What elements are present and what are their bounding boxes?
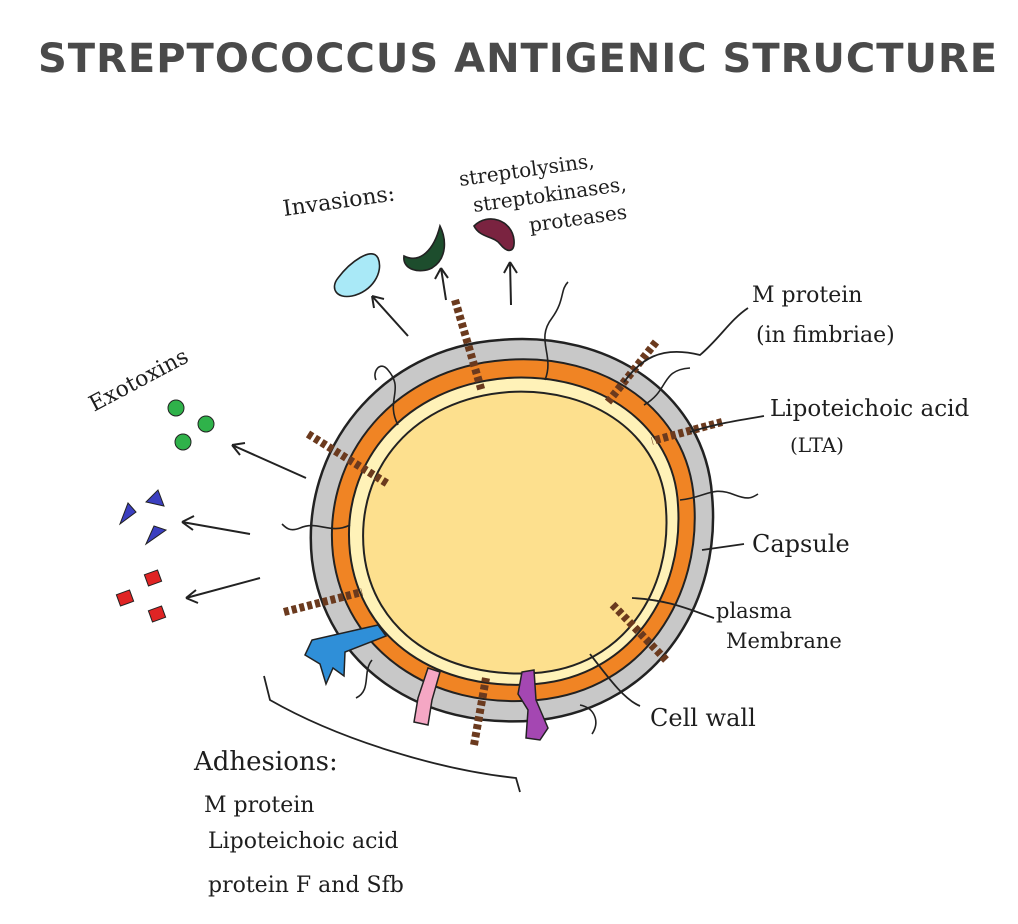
exotoxin-blue [144,525,168,546]
lta-label-line2: (LTA) [790,433,844,457]
adhesions-item3: protein F and Sfb [208,873,404,898]
exotoxin-red [147,605,167,623]
leader-lines [263,307,765,793]
capsule-label: Capsule [752,530,850,558]
adhesin-molecules [304,624,549,741]
invasin-maroon [473,218,515,252]
invasin-green [403,223,446,272]
invasin-arrows [371,261,518,337]
exotoxin-red [115,589,135,607]
fimbria-chain [609,601,669,663]
m-protein-label-line1: M protein [752,283,862,308]
adhesions-heading: Adhesions: [193,747,338,777]
exotoxin-red [143,569,163,587]
adhesions-item2: Lipoteichoic acid [208,829,399,854]
invasin-blue [333,253,381,298]
m-protein-label-line2: (in fimbriae) [756,323,895,348]
adhesions-item1: M protein [204,793,314,818]
exotoxin-green [197,415,215,433]
fimbria-chain [604,339,660,405]
exotoxin-blue [118,502,137,526]
cytoplasm [362,390,668,675]
fimbriae-chains [283,298,724,746]
bacterial-cell [309,337,715,723]
exotoxin-green [167,399,185,417]
fimbria-chain [470,677,490,746]
lta-label-line1: Lipoteichoic acid [770,396,969,422]
adhesin-blue [304,624,388,687]
invasions-heading: Invasions: [281,181,396,221]
invasin-molecules [333,218,515,298]
diagram-title: STREPTOCOCCUS ANTIGENIC STRUCTURE [38,36,999,82]
adhesin-pink [413,667,441,726]
exotoxin-molecules [115,399,215,623]
cell-wall-label: Cell wall [650,704,756,732]
fimbria-chain [283,588,363,616]
fimbria-chain [650,418,724,445]
plasma-membrane-label-line1: plasma [716,599,792,623]
exotoxin-blue [145,489,165,507]
exotoxin-arrows [181,442,307,604]
plasma-membrane-label-line2: Membrane [726,629,842,653]
adhesin-purple [517,669,549,741]
capsule-threads [281,281,759,735]
exotoxin-green [174,433,192,451]
